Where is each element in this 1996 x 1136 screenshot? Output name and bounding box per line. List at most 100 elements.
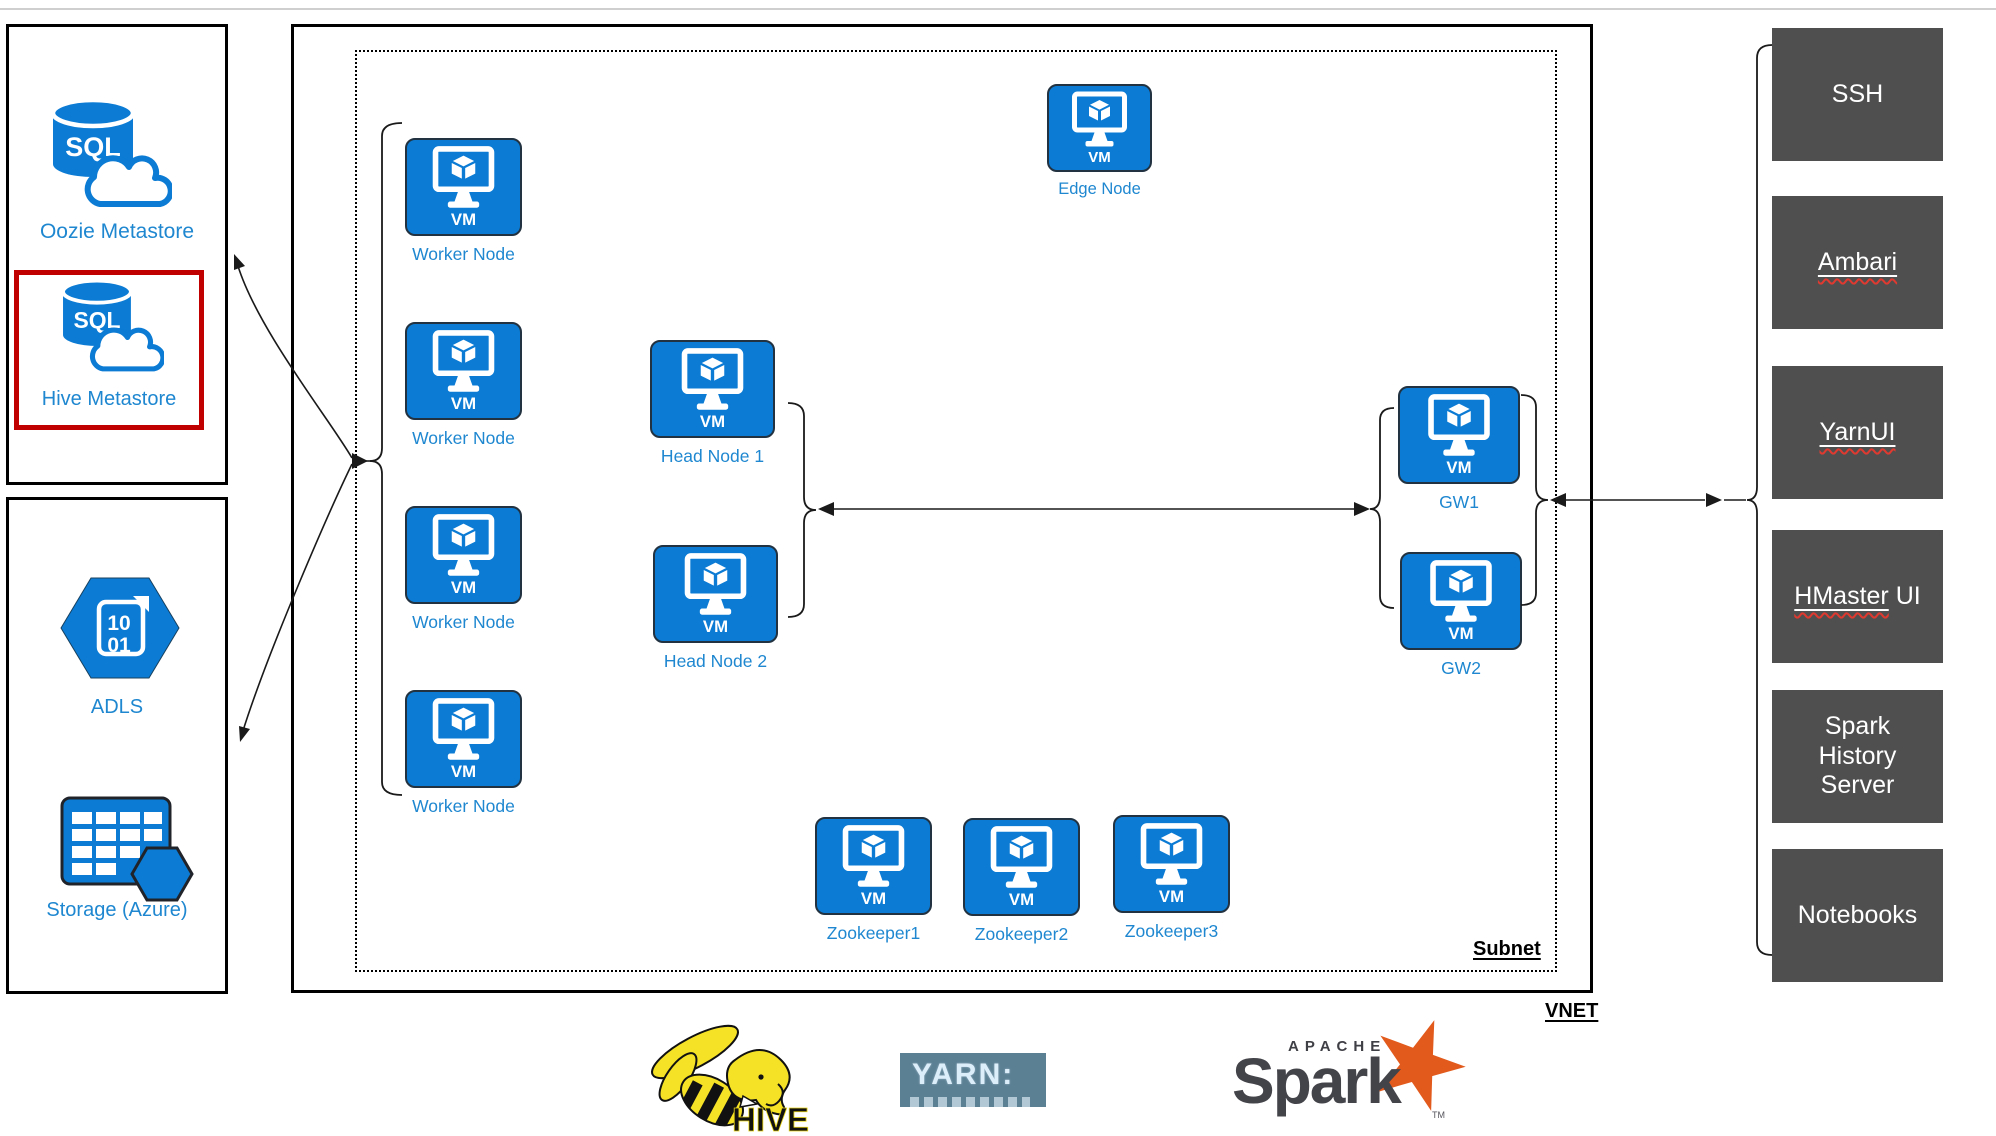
yarnui-label: YarnUI bbox=[1819, 417, 1896, 446]
spark-star-icon bbox=[1378, 1020, 1466, 1111]
right-panel-item-hmaster-ui: HMaster UI bbox=[1772, 530, 1943, 663]
svg-text:10: 10 bbox=[107, 612, 130, 635]
spark-logo: APACHE Spark TM bbox=[1180, 1020, 1466, 1126]
hmaster-ui-suffix: UI bbox=[1888, 581, 1921, 610]
vm-node-gw1: VM GW1 bbox=[1398, 386, 1520, 512]
vm-node-zookeeper-2: VM Zookeeper2 bbox=[963, 818, 1080, 944]
hive-logo: HIVE bbox=[651, 1024, 809, 1136]
right-panel-item-ssh: SSH bbox=[1772, 28, 1943, 161]
top-window-divider bbox=[0, 8, 1996, 10]
svg-text:HIVE: HIVE bbox=[732, 1101, 809, 1136]
vm-label: Worker Node bbox=[412, 612, 515, 632]
arrowhead-storage bbox=[239, 726, 250, 742]
vm-icon: VM bbox=[653, 545, 778, 643]
vm-monitor-icon: VM bbox=[432, 146, 495, 229]
vm-node-worker-3: VM Worker Node bbox=[405, 506, 522, 632]
vm-label: Worker Node bbox=[412, 796, 515, 816]
vm-node-head-2: VM Head Node 2 bbox=[653, 545, 778, 671]
svg-text:VM: VM bbox=[1159, 887, 1184, 906]
svg-text:VM: VM bbox=[700, 412, 725, 431]
vm-label: Worker Node bbox=[412, 428, 515, 448]
adls-label: ADLS bbox=[90, 696, 144, 718]
spellcheck-underline: HMaster bbox=[1794, 582, 1888, 610]
svg-text:VM: VM bbox=[451, 578, 476, 597]
vm-icon: VM bbox=[405, 138, 522, 236]
vm-label: Worker Node bbox=[412, 244, 515, 264]
vm-monitor-icon: VM bbox=[1140, 823, 1203, 906]
sql-database-icon-oozie: SQL bbox=[50, 98, 172, 207]
oozie-metastore-label: Oozie Metastore bbox=[39, 220, 195, 243]
svg-text:VM: VM bbox=[1446, 458, 1471, 477]
vm-icon: VM bbox=[815, 817, 932, 915]
vm-label: GW2 bbox=[1441, 658, 1481, 678]
arrowhead-endpoints-right bbox=[1706, 493, 1722, 507]
vm-icon: VM bbox=[1047, 84, 1152, 172]
vm-icon: VM bbox=[405, 690, 522, 788]
subnet-box bbox=[355, 50, 1557, 972]
hmaster-label: HMaster bbox=[1794, 581, 1889, 610]
adls-icon: 10 01 bbox=[60, 577, 180, 679]
vm-icon: VM bbox=[405, 322, 522, 420]
vm-node-head-1: VM Head Node 1 bbox=[650, 340, 775, 466]
right-panel-item-spark-history: Spark History Server bbox=[1772, 690, 1943, 823]
vm-monitor-icon: VM bbox=[432, 698, 495, 781]
arrowhead-metastores bbox=[234, 254, 245, 270]
vm-monitor-icon: VM bbox=[1072, 91, 1127, 166]
vm-monitor-icon: VM bbox=[1428, 394, 1490, 477]
spark-name-text: Spark bbox=[1232, 1045, 1402, 1117]
spark-history-label: Spark History Server bbox=[1818, 712, 1897, 800]
vm-node-edge: VM Edge Node bbox=[1047, 84, 1152, 198]
vm-node-zookeeper-1: VM Zookeeper1 bbox=[815, 817, 932, 943]
yarn-logo-text: YARN: bbox=[912, 1058, 1015, 1091]
vm-monitor-icon: VM bbox=[681, 348, 744, 431]
vm-label: Zookeeper1 bbox=[826, 923, 921, 943]
vm-node-worker-2: VM Worker Node bbox=[405, 322, 522, 448]
yarn-logo: YARN: bbox=[900, 1053, 1046, 1107]
vm-icon: VM bbox=[1398, 386, 1520, 484]
svg-text:VM: VM bbox=[861, 889, 886, 908]
ssh-label: SSH bbox=[1831, 79, 1884, 108]
vm-monitor-icon: VM bbox=[990, 826, 1053, 909]
vm-node-worker-1: VM Worker Node bbox=[405, 138, 522, 264]
vm-icon: VM bbox=[650, 340, 775, 438]
vnet-label: VNET bbox=[1545, 1000, 1599, 1022]
svg-text:VM: VM bbox=[1088, 149, 1111, 166]
svg-text:VM: VM bbox=[451, 210, 476, 229]
vm-icon: VM bbox=[405, 506, 522, 604]
right-panel-item-ambari: Ambari bbox=[1772, 196, 1943, 329]
vm-icon: VM bbox=[963, 818, 1080, 916]
vm-node-worker-4: VM Worker Node bbox=[405, 690, 522, 816]
vm-label: GW1 bbox=[1439, 492, 1479, 512]
svg-text:VM: VM bbox=[1448, 624, 1473, 643]
vm-label: Head Node 1 bbox=[660, 446, 765, 466]
vm-monitor-icon: VM bbox=[842, 825, 905, 908]
subnet-label: Subnet bbox=[1473, 938, 1541, 960]
spark-tm-text: TM bbox=[1432, 1110, 1445, 1120]
hive-metastore-label: Hive Metastore bbox=[41, 388, 177, 410]
vm-icon: VM bbox=[1113, 815, 1230, 913]
vm-label: Zookeeper3 bbox=[1124, 921, 1219, 941]
vm-monitor-icon: VM bbox=[432, 514, 495, 597]
vm-label: Head Node 2 bbox=[663, 651, 768, 671]
right-panel-item-notebooks: Notebooks bbox=[1772, 849, 1943, 982]
svg-text:VM: VM bbox=[451, 394, 476, 413]
notebooks-label: Notebooks bbox=[1797, 900, 1918, 929]
right-panel-brace bbox=[1746, 44, 1773, 956]
spellcheck-underline: Ambari bbox=[1818, 248, 1897, 278]
hive-metastore-highlight-box bbox=[14, 270, 204, 430]
ambari-label: Ambari bbox=[1817, 247, 1898, 276]
vm-monitor-icon: VM bbox=[432, 330, 495, 413]
svg-text:VM: VM bbox=[451, 762, 476, 781]
vm-label: Edge Node bbox=[1058, 180, 1141, 198]
right-panel-item-yarnui: YarnUI bbox=[1772, 366, 1943, 499]
vm-icon: VM bbox=[1400, 552, 1522, 650]
sql-database-icon-hive: SQL bbox=[61, 278, 164, 372]
azure-storage-icon bbox=[60, 796, 194, 902]
vm-label: Zookeeper2 bbox=[974, 924, 1069, 944]
spellcheck-underline: YarnUI bbox=[1820, 418, 1896, 448]
storage-azure-label: Storage (Azure) bbox=[46, 899, 188, 921]
svg-text:VM: VM bbox=[703, 617, 728, 636]
vm-node-zookeeper-3: VM Zookeeper3 bbox=[1113, 815, 1230, 941]
yarn-logo-subtext-cropped bbox=[910, 1097, 1030, 1107]
